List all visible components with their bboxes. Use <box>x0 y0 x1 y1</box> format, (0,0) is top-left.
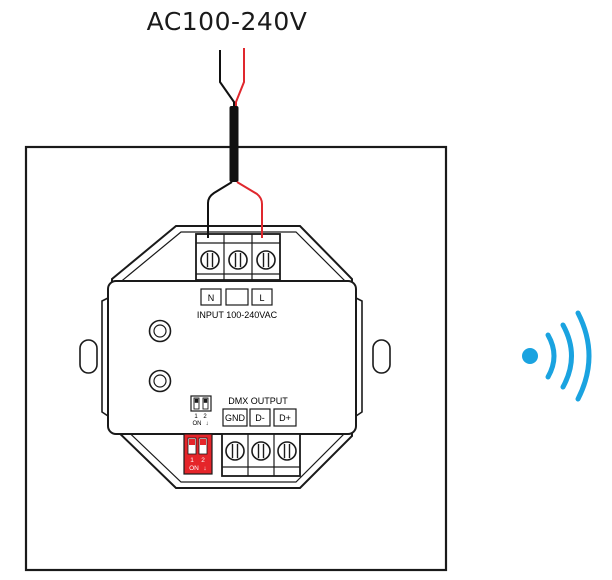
mounting-slot-icon <box>372 339 391 374</box>
output-terminal-block <box>221 433 301 477</box>
screw-terminal-icon <box>256 250 276 270</box>
output-terminal-dminus-label: D- <box>255 413 265 423</box>
svg-text:↓: ↓ <box>203 465 206 472</box>
screw-terminal-icon <box>228 250 248 270</box>
svg-text:↓: ↓ <box>206 421 209 427</box>
input-terminal-n-label: N <box>208 293 215 303</box>
dip-small-number-2: 2 <box>203 414 207 420</box>
output-terminal-gnd-label: GND <box>225 413 246 423</box>
dip-red-number-2: 2 <box>201 457 205 464</box>
dip-red-on-label: ON <box>189 465 199 472</box>
supply-cable <box>207 48 263 238</box>
mounting-slot-icon <box>79 339 98 374</box>
dip-small-number-1: 1 <box>194 414 198 420</box>
wireless-signal-icon <box>522 310 592 402</box>
screw-terminal-icon <box>225 441 245 461</box>
input-terminal-l-label: L <box>259 293 264 303</box>
dip-switch-icon: 1 2 ON ↓ <box>183 433 213 475</box>
dip-red-number-1: 1 <box>190 457 194 464</box>
dmx-output-label: DMX OUTPUT <box>228 396 288 406</box>
input-terminal-labels: N L INPUT 100-240VAC <box>197 288 278 320</box>
screw-terminal-icon <box>251 441 271 461</box>
output-terminal-labels: GND D- D+ <box>222 408 297 427</box>
output-terminal-dplus-label: D+ <box>279 413 291 423</box>
dip-switch-icon: 1 2 ON ↓ <box>190 395 212 427</box>
input-terminal-block <box>195 233 281 281</box>
input-rating-label: INPUT 100-240VAC <box>197 310 278 320</box>
knob-icon <box>148 319 172 343</box>
screw-terminal-icon <box>200 250 220 270</box>
screw-terminal-icon <box>277 441 297 461</box>
dip-small-on-label: ON <box>193 421 202 427</box>
supply-voltage-label: AC100-240V <box>147 7 308 36</box>
knob-icon <box>148 369 172 393</box>
